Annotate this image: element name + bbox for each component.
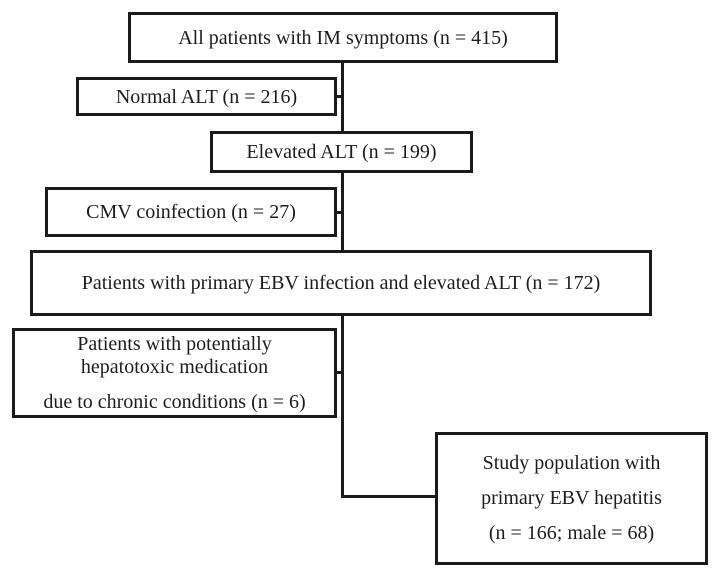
- node-hepatotoxic-medication: Patients with potentially hepatotoxic me…: [12, 328, 337, 418]
- node-elevated-alt: Elevated ALT (n = 199): [210, 131, 473, 173]
- connector-stub-normal-alt: [335, 95, 343, 98]
- node-primary-ebv-infection: Patients with primary EBV infection and …: [30, 250, 652, 316]
- node-study-population-line2: primary EBV hepatitis: [481, 487, 662, 509]
- connector-to-study-population: [341, 495, 435, 498]
- node-all-patients-label: All patients with IM symptoms (n = 415): [178, 26, 508, 49]
- node-study-population-line3: (n = 166; male = 68): [488, 522, 655, 544]
- node-cmv-coinfection: CMV coinfection (n = 27): [45, 187, 337, 237]
- node-normal-alt-label: Normal ALT (n = 216): [115, 85, 298, 108]
- node-all-patients: All patients with IM symptoms (n = 415): [128, 12, 558, 63]
- node-elevated-alt-label: Elevated ALT (n = 199): [246, 141, 437, 163]
- node-study-population-line1: Study population with: [482, 452, 661, 474]
- connector-stub-hepatotoxic: [335, 371, 343, 374]
- node-study-population: Study population with primary EBV hepati…: [435, 432, 708, 565]
- node-hepatotoxic-medication-line1: Patients with potentially: [77, 332, 272, 355]
- connector-stub-cmv-coinfection: [335, 211, 343, 214]
- node-normal-alt: Normal ALT (n = 216): [76, 77, 337, 116]
- node-hepatotoxic-medication-line2: hepatotoxic medication: [80, 355, 269, 378]
- node-primary-ebv-infection-label: Patients with primary EBV infection and …: [81, 272, 601, 294]
- node-cmv-coinfection-label: CMV coinfection (n = 27): [86, 201, 296, 223]
- node-hepatotoxic-medication-line3: due to chronic conditions (n = 6): [43, 390, 306, 413]
